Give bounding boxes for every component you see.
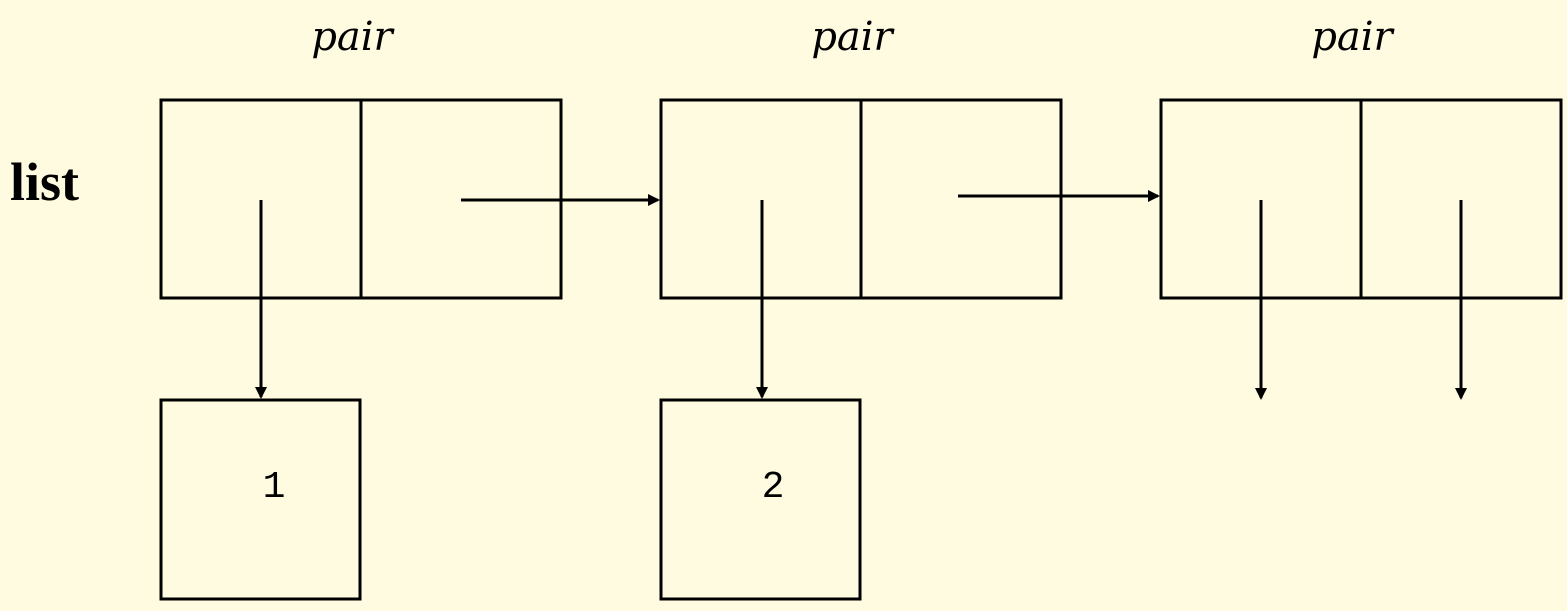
pair-label-3: pair [1311, 14, 1395, 60]
pair-label-2: pair [811, 14, 895, 60]
pair-box-2 [659, 98, 1063, 300]
list-label: list [10, 152, 79, 212]
value-box-2-outline [659, 398, 862, 601]
value-label-2: 2 [762, 466, 785, 509]
pair-box-3 [1159, 98, 1563, 300]
value-box-1-outline [159, 398, 362, 601]
value-box-1: 1 [159, 398, 362, 601]
value-label-1: 1 [263, 466, 286, 509]
pair-label-1: pair [311, 14, 395, 60]
value-box-2: 2 [659, 398, 862, 601]
